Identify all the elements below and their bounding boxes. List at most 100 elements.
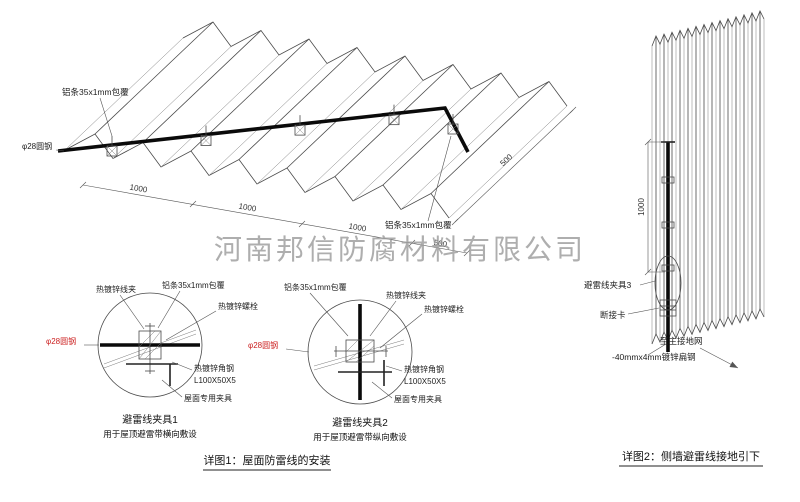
leader-line — [285, 348, 310, 353]
caption-detail1: 详图1：屋面防雷线的安装 — [203, 453, 330, 467]
dim-tick — [298, 220, 306, 228]
clamp-hatch — [138, 330, 156, 348]
dim-label-1000: 1000 — [238, 202, 258, 214]
clamp-hatch — [144, 342, 162, 360]
label-roof-clamp: 屋面专用夹具 — [394, 394, 442, 404]
leader-line — [55, 149, 65, 152]
label-angle-size: L100X50X5 — [194, 376, 236, 385]
roof-ridge-line — [142, 30, 262, 143]
dim-tick — [644, 268, 652, 276]
company-watermark: 河南邦信防腐材料有限公司 — [214, 234, 586, 266]
label-round-steel: φ28圆钢 — [46, 336, 76, 346]
wire-clamp-mark — [200, 135, 212, 146]
roof-valley-line — [304, 80, 424, 193]
label-wire-clamp: 热镀锌线夹 — [386, 290, 426, 300]
dim-label-1000: 1000 — [129, 183, 149, 195]
dim-tick — [463, 249, 471, 257]
leader-line — [119, 294, 145, 330]
leader-line — [371, 381, 393, 399]
leader-line — [427, 135, 452, 222]
leader-line — [157, 290, 181, 329]
label-round-steel: φ28圆钢 — [248, 340, 278, 350]
label-alu-strip: 铝条35x1mm包覆 — [162, 280, 225, 290]
wall-wire-clamp — [661, 264, 675, 272]
dim-label-1000-wall: 1000 — [637, 198, 646, 216]
caption-detail2: 详图2：侧墙避雷线接地引下 — [622, 449, 760, 463]
roof-valley-line — [352, 88, 472, 202]
clamp-hatch — [294, 124, 306, 136]
label-to-ground: 至主接地网 — [660, 336, 703, 346]
label-alu-strip: 铝条35x1mm包覆 — [284, 282, 347, 292]
roof-ridge-line — [334, 64, 454, 177]
leader-line — [627, 307, 660, 315]
dim-label-500-side: 500 — [498, 152, 514, 168]
roof-dimension-chain: 1000 1000 1000 500 — [79, 181, 471, 257]
label-wire-clamp: 热镀锌线夹 — [96, 284, 136, 294]
label-disconnect: 断接卡 — [600, 310, 626, 320]
roof-corrugated-sheet — [64, 21, 568, 219]
roof-ridge-line — [94, 21, 214, 135]
wire-clamp-mark — [106, 145, 118, 157]
detail2-title: 避雷线夹具2 — [332, 416, 388, 429]
roof-isometric-view: 1000 1000 1000 500 500 铝条35x1mm包覆 φ28圆钢 … — [22, 21, 577, 257]
roof-valley-line — [64, 37, 184, 151]
leader-line — [165, 310, 217, 341]
disconnect-link-symbol — [659, 299, 677, 317]
leader-line — [309, 292, 349, 337]
captions: 详图1：屋面防雷线的安装 详图2：侧墙避雷线接地引下 — [203, 449, 763, 471]
roof-ridge-line — [430, 81, 550, 194]
clamp-hatch — [355, 345, 375, 363]
wall-wire-clamp — [661, 176, 675, 184]
leader-line — [369, 300, 397, 337]
detail1-subtitle: 用于屋顶避雷带横向敷设 — [103, 429, 197, 439]
roof-side-dimension: 500 — [451, 106, 577, 226]
dimension-line — [82, 184, 468, 254]
roof-ridge-line — [382, 72, 502, 186]
dim-label-500: 500 — [433, 238, 448, 249]
roof-valley-line — [160, 54, 280, 168]
label-angle-steel: 热镀锌角钢 — [404, 364, 444, 374]
clamp-hatch — [345, 339, 359, 353]
lightning-wire-roof — [57, 106, 470, 153]
label-flat-steel: -40mmx4mm镀锌扁钢 — [612, 352, 696, 362]
label-round-steel: φ28圆钢 — [22, 141, 52, 151]
wall-top-edge — [651, 10, 765, 47]
leader-line — [99, 97, 113, 137]
leader-line — [171, 361, 193, 371]
roof-wire-clamps — [106, 104, 459, 157]
leader-line — [639, 280, 656, 286]
clamp-hatch — [447, 123, 459, 135]
label-alu-strip-top: 铝条35x1mm包覆 — [62, 87, 129, 97]
detail2-subtitle: 用于屋顶避雷带纵向敷设 — [313, 432, 407, 442]
ground-arrow-head — [729, 361, 738, 368]
roof-back-edge — [182, 21, 568, 107]
clamp-hatch — [388, 114, 400, 125]
dim-tick — [451, 218, 459, 226]
roof-valley-line — [448, 105, 568, 219]
roof-valley-line — [400, 97, 520, 210]
roof-valley-line — [256, 71, 376, 185]
dimension-line — [454, 109, 574, 223]
dim-tick — [569, 106, 577, 114]
dim-label-1000: 1000 — [348, 222, 368, 234]
label-roof-clamp: 屋面专用夹具 — [184, 393, 232, 403]
leader-line — [161, 379, 183, 398]
label-clamp3: 避雷线夹具3 — [584, 280, 632, 290]
leader-line — [385, 365, 403, 372]
wire-clamp-mark — [388, 114, 400, 126]
wall-section-view: 1000 避雷线夹具3 断接卡 至主接地网 -40mmx4mm镀锌扁钢 — [584, 10, 765, 369]
wire-clamp-mark — [294, 124, 306, 136]
detail1-title: 避雷线夹具1 — [122, 413, 178, 426]
label-angle-steel: 热镀锌角钢 — [194, 363, 234, 373]
roof-ridge-line — [286, 55, 406, 169]
roof-ridge-line — [238, 47, 358, 160]
detail-circle-1: 热镀锌线夹 铝条35x1mm包覆 热镀锌螺栓 φ28圆钢 热镀锌角钢 L100X… — [46, 280, 258, 439]
detail-circle-2: 铝条35x1mm包覆 热镀锌线夹 热镀锌螺栓 φ28圆钢 热镀锌角钢 L100X… — [248, 282, 464, 442]
wall-dimension: 1000 — [637, 138, 665, 276]
label-alu-strip-right: 铝条35x1mm包覆 — [385, 220, 452, 230]
label-bolt: 热镀锌螺栓 — [218, 301, 258, 311]
roof-valley-line — [208, 63, 328, 176]
dim-tick — [79, 181, 87, 189]
